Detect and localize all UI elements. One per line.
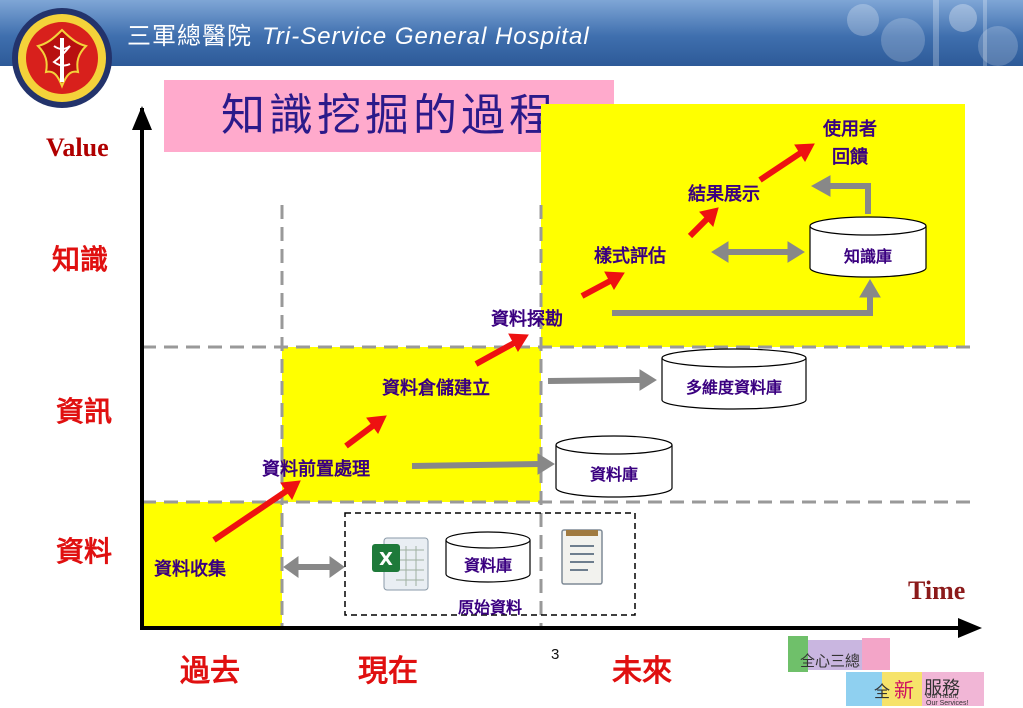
arrow-explore-to-evaluate bbox=[580, 277, 614, 299]
badge-line2-b: 新 bbox=[894, 678, 914, 702]
badge-slogan: Our Heart, Our Services! bbox=[926, 693, 968, 707]
arrow-knowledgebase-present bbox=[830, 183, 871, 214]
svg-text:X: X bbox=[379, 549, 393, 570]
hospital-name: 三軍總醫院 Tri-Service General Hospital bbox=[127, 16, 590, 51]
database-label: 資料庫 bbox=[589, 465, 638, 484]
x-period-present: 現在 bbox=[358, 654, 418, 689]
multidim-database-label: 多維度資料庫 bbox=[685, 378, 782, 397]
x-axis-arrowhead bbox=[958, 618, 982, 638]
step-warehouse: 資料倉儲建立 bbox=[382, 378, 490, 399]
arrow-explore-knowledgebase bbox=[612, 296, 873, 316]
x-axis-title: Time bbox=[908, 576, 966, 605]
hospital-name-zh: 三軍總醫院 bbox=[127, 22, 252, 50]
badge-line2-c: 服務 bbox=[924, 678, 960, 699]
arrow-present-to-feedback bbox=[758, 149, 804, 183]
decorative-bubbles bbox=[847, 0, 1018, 66]
header-banner: 三軍總醫院 Tri-Service General Hospital bbox=[0, 0, 1023, 66]
y-level-knowledge: 知識 bbox=[52, 243, 109, 276]
step-evaluate: 樣式評估 bbox=[594, 246, 666, 267]
hospital-logo bbox=[12, 8, 112, 108]
gray-arrows bbox=[283, 175, 881, 578]
slide-title: 知識挖掘的過程 bbox=[164, 80, 614, 152]
y-level-data: 資料 bbox=[56, 535, 113, 568]
database-icon bbox=[555, 435, 673, 498]
x-period-past: 過去 bbox=[180, 654, 240, 689]
arrow-warehouse-to-explore bbox=[474, 339, 518, 367]
step-feedback-line2: 回饋 bbox=[832, 147, 868, 168]
document-icon bbox=[561, 529, 603, 585]
y-axis-arrowhead bbox=[132, 106, 152, 130]
raw-data-group bbox=[344, 512, 636, 616]
badge-line1: 全心三總 bbox=[800, 652, 861, 670]
region-information bbox=[282, 347, 541, 502]
arrow-collect-to-preprocess bbox=[212, 487, 290, 543]
red-arrows bbox=[212, 143, 815, 543]
step-preprocess: 資料前置處理 bbox=[262, 459, 370, 480]
database-icon bbox=[809, 216, 927, 278]
arrow-preprocess-to-warehouse bbox=[344, 422, 376, 449]
y-level-information: 資訊 bbox=[56, 395, 113, 428]
database-icon bbox=[661, 348, 807, 410]
excel-icon: X bbox=[372, 537, 429, 591]
raw-database-label: 資料庫 bbox=[463, 556, 512, 575]
service-badge bbox=[788, 636, 984, 706]
x-period-future: 未來 bbox=[612, 654, 672, 689]
arrow-evaluate-to-present bbox=[687, 215, 711, 239]
badge-slogan-line2: Our Services! bbox=[926, 700, 969, 707]
badge-slogan-line1: Our Heart, bbox=[926, 693, 959, 700]
step-explore: 資料探勘 bbox=[491, 309, 563, 330]
database-icon bbox=[445, 531, 531, 583]
raw-data-label: 原始資料 bbox=[457, 598, 522, 617]
arrow-warehouse-multidim bbox=[547, 377, 641, 384]
y-axis-title: Value bbox=[46, 133, 109, 162]
knowledge-base-label: 知識庫 bbox=[843, 247, 892, 266]
badge-line2-a: 全 bbox=[874, 682, 891, 701]
region-data bbox=[142, 502, 282, 626]
step-feedback-line1: 使用者 bbox=[823, 119, 877, 140]
step-collect: 資料收集 bbox=[154, 559, 226, 580]
hospital-name-en: Tri-Service General Hospital bbox=[262, 23, 590, 50]
arrow-preprocess-database bbox=[411, 461, 541, 469]
page-number: 3 bbox=[551, 646, 560, 663]
step-present: 結果展示 bbox=[688, 184, 760, 205]
